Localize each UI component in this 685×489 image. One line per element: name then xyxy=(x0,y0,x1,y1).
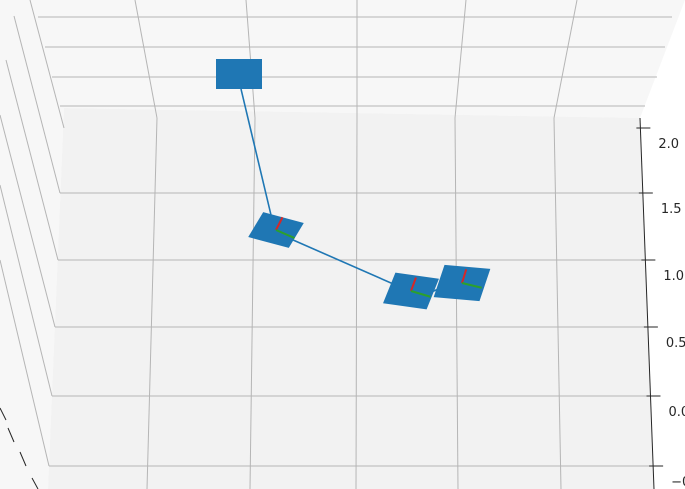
z-axis-line xyxy=(639,117,655,489)
frame-axis-y xyxy=(275,229,295,239)
grid-line xyxy=(553,117,562,489)
chain-body xyxy=(433,264,491,302)
chain-body xyxy=(216,59,262,89)
grid-line xyxy=(0,259,50,467)
body-plate xyxy=(216,59,262,89)
grid-line xyxy=(5,59,59,261)
frame-axis-x xyxy=(461,269,468,284)
grid-line xyxy=(454,117,459,489)
chain-link xyxy=(283,235,408,291)
grid-line xyxy=(29,0,65,129)
chain-body xyxy=(383,272,439,310)
chain-bodies xyxy=(216,59,491,310)
z-tick-label: 2.0 xyxy=(658,137,679,152)
floor-pane xyxy=(48,108,654,489)
z-tick-label: −0 xyxy=(671,475,685,489)
frame-axis-x xyxy=(275,216,284,231)
z-tick-label: 1.5 xyxy=(661,202,682,217)
x-axis-ticks xyxy=(0,407,39,489)
chain-body xyxy=(248,212,304,248)
z-tick-label: 0.5 xyxy=(666,336,685,351)
grid-line xyxy=(249,117,256,489)
z-tick-label: 0.0 xyxy=(668,405,685,420)
z-axis-ticks: 2.0 1.5 1.0 0.5 0.0 −0 xyxy=(636,127,685,489)
frame-axis-x xyxy=(410,277,417,292)
frame-axis-y xyxy=(461,282,482,289)
grid-line xyxy=(134,0,158,119)
grid-line xyxy=(146,117,158,489)
grid-line xyxy=(0,114,56,328)
chain-link xyxy=(240,88,272,216)
z-tick-label: 1.0 xyxy=(663,269,684,284)
frame-axis-y xyxy=(410,290,431,298)
grid-line xyxy=(553,0,578,119)
grid-line xyxy=(355,117,358,489)
grid-line xyxy=(454,0,467,119)
grid-line xyxy=(13,15,61,194)
grid-line xyxy=(0,184,53,397)
